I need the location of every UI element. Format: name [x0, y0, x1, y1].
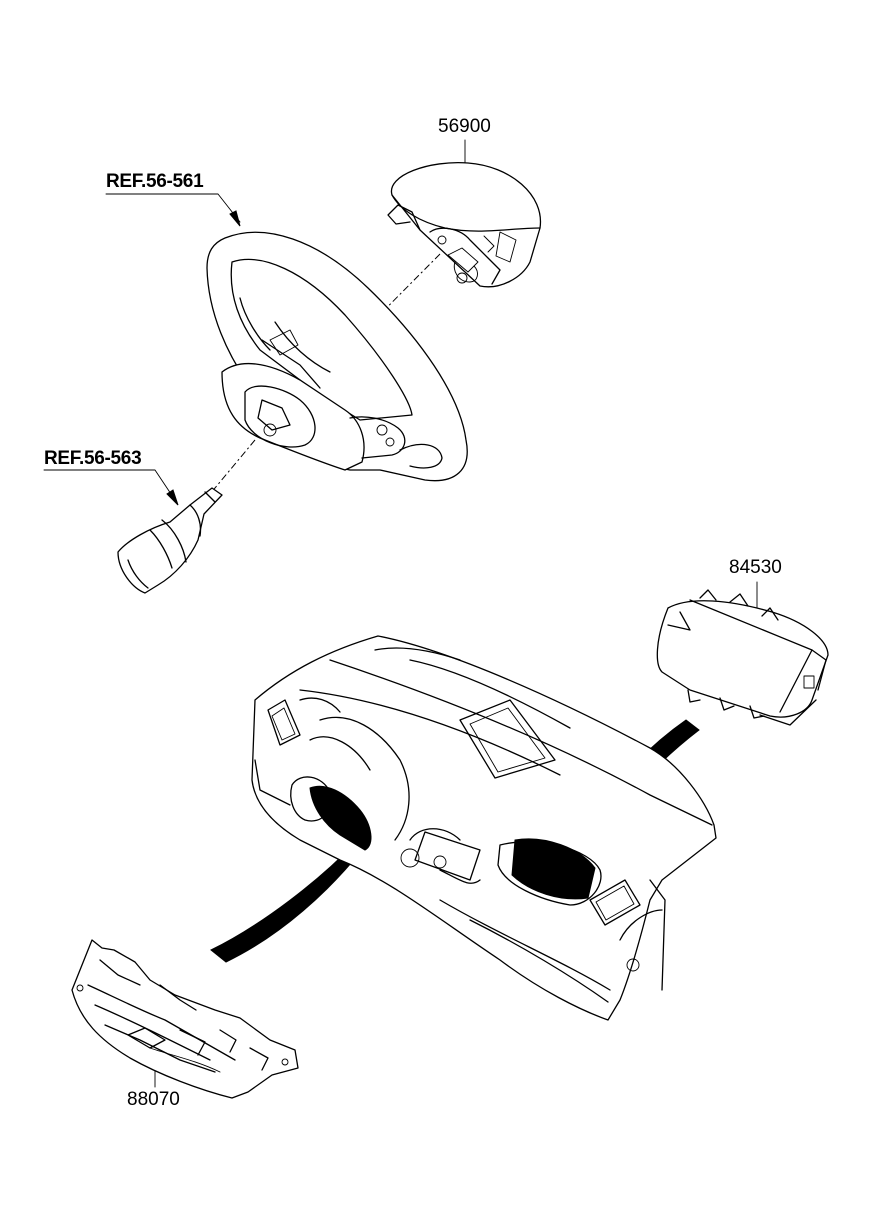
knee-airbag-position — [309, 785, 372, 851]
steering-column — [117, 487, 223, 594]
instrument-panel — [251, 635, 717, 1021]
part-number-88070: 88070 — [127, 1089, 180, 1110]
part-number-84530: 84530 — [729, 557, 782, 578]
reference-label-56-563: REF.56-563 — [44, 448, 142, 469]
leader-lines — [43, 139, 758, 1088]
steering-wheel — [206, 231, 468, 482]
reference-label-56-561: REF.56-561 — [106, 171, 204, 192]
driver-airbag-module — [387, 161, 542, 288]
knee-airbag-module — [71, 939, 299, 1099]
passenger-airbag-module — [656, 589, 829, 726]
part-number-56900: 56900 — [438, 116, 491, 137]
passenger-airbag-position — [511, 838, 596, 900]
